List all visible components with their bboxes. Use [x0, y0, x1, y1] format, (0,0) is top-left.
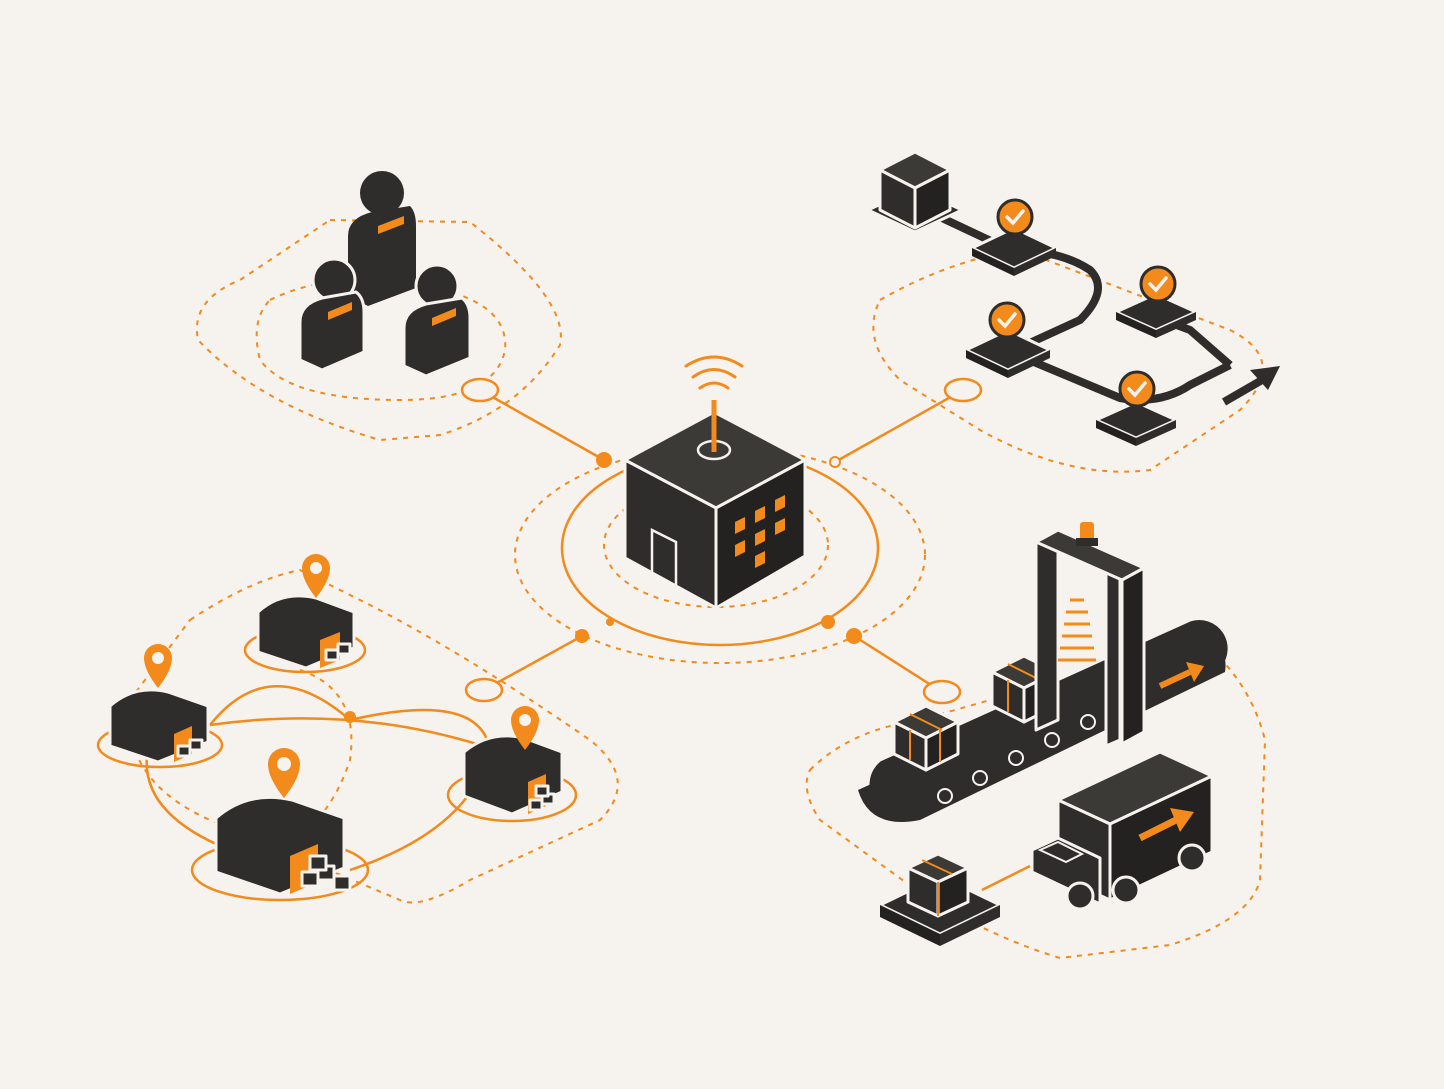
package-box-icon [892, 704, 960, 772]
connector-node-warehouses [464, 677, 504, 703]
package-box-icon [866, 150, 964, 234]
connector-dot [575, 629, 589, 643]
workflow-step [970, 198, 1058, 276]
conveyor-scanner-truck-icon [858, 522, 1231, 946]
connector-node-team [460, 377, 500, 403]
checklist-workflow-icon [866, 150, 1280, 446]
connector-hub-workflow [834, 388, 964, 464]
connector-hub-team [479, 388, 605, 462]
connector-node-fulfillment [922, 679, 962, 705]
person-icon [402, 263, 472, 378]
people-group-icon [298, 171, 472, 378]
connector-hub-warehouses [483, 634, 583, 692]
connector-box-truck [981, 864, 1031, 892]
workflow-step [1094, 370, 1178, 446]
hub-outer-ring [514, 446, 926, 664]
beacon-light-icon [1076, 522, 1098, 546]
warehouse-location-icon [96, 554, 578, 902]
location-pin-icon [268, 748, 300, 798]
workflow-step [964, 301, 1052, 378]
person-icon [298, 257, 366, 372]
factory-windows [735, 495, 785, 568]
warehouse-icon [446, 706, 578, 823]
connector-node-workflow [943, 377, 983, 403]
connector-hub-fulfillment [853, 634, 943, 694]
wireless-signal-icon [684, 355, 744, 390]
warehouse-icon [190, 748, 370, 902]
warehouse-icon [243, 554, 367, 674]
scanner-beam [1058, 598, 1096, 662]
wheel-icon [1065, 843, 1207, 911]
location-pin-icon [511, 706, 539, 750]
antenna [696, 400, 732, 461]
warehouse-icon [96, 644, 224, 769]
hub-node [560, 355, 880, 647]
factory-building-icon [623, 410, 807, 610]
connector-dot [829, 456, 841, 468]
location-pin-icon [144, 644, 172, 688]
scanner-gate [1034, 522, 1146, 748]
location-pin-icon [302, 554, 330, 598]
team-region-outline [195, 218, 562, 442]
package-box-icon [878, 852, 1002, 946]
arrow-right-icon [1138, 808, 1194, 842]
connector-dot [821, 615, 835, 629]
arrow-right-icon [1158, 662, 1204, 689]
warehouse-region-outline [128, 568, 619, 904]
workflow-step [1114, 265, 1198, 338]
workflow-region-outline [872, 248, 1264, 473]
delivery-truck-icon [1030, 750, 1214, 911]
arrow-right-icon [1221, 366, 1280, 406]
connector-dot [846, 628, 862, 644]
connector-dot [596, 452, 612, 468]
person-icon [348, 171, 416, 306]
connectors [460, 377, 983, 705]
